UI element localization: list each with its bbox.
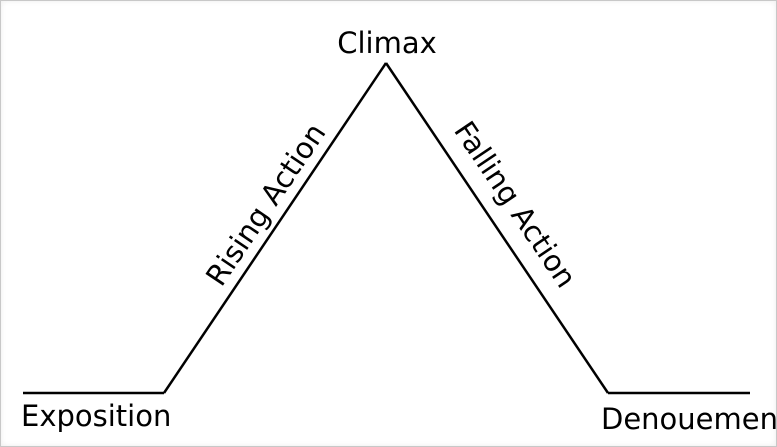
rising-action-label: Rising Action: [199, 117, 332, 292]
climax-label: Climax: [337, 26, 437, 60]
exposition-label: Exposition: [21, 399, 171, 433]
falling-action-line: [384, 62, 610, 394]
denouement-label: Denouement: [601, 402, 777, 436]
falling-action-label: Falling Action: [447, 115, 583, 294]
rising-action-line: [162, 62, 388, 394]
